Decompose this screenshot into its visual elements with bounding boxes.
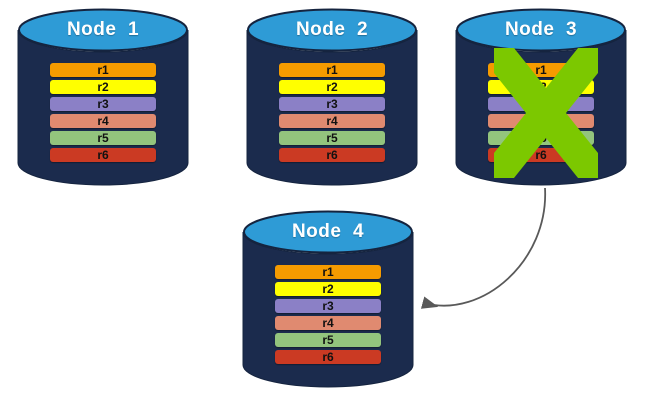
row-label-r5: r5 (97, 131, 109, 145)
row-label-r1: r1 (326, 63, 338, 77)
cylinder-top-cap (243, 210, 413, 254)
row-band-r3[interactable]: r3 (279, 97, 385, 111)
row-label-r6: r6 (535, 148, 547, 162)
row-label-r3: r3 (535, 97, 547, 111)
row-band-r4[interactable]: r4 (488, 114, 594, 128)
row-band-r5[interactable]: r5 (279, 131, 385, 145)
row-band-r4[interactable]: r4 (279, 114, 385, 128)
row-band-r5[interactable]: r5 (50, 131, 156, 145)
cylinder-top-cap (247, 8, 417, 52)
cylinder-top-cap (18, 8, 188, 52)
row-label-r5: r5 (326, 131, 338, 145)
arrow-path (420, 187, 546, 309)
row-label-r2: r2 (535, 80, 547, 94)
row-band-r3[interactable]: r3 (488, 97, 594, 111)
row-label-r2: r2 (322, 282, 334, 296)
row-label-r3: r3 (326, 97, 338, 111)
row-band-r3[interactable]: r3 (50, 97, 156, 111)
row-label-r1: r1 (535, 63, 547, 77)
row-band-r3[interactable]: r3 (275, 299, 381, 313)
row-label-r5: r5 (535, 131, 547, 145)
node-2-rows: r1 r2 r3 r4 r5 r6 (247, 63, 417, 162)
row-band-r4[interactable]: r4 (275, 316, 381, 330)
row-band-r2[interactable]: r2 (279, 80, 385, 94)
row-label-r4: r4 (326, 114, 338, 128)
row-label-r2: r2 (326, 80, 338, 94)
row-band-r5[interactable]: r5 (275, 333, 381, 347)
row-band-r2[interactable]: r2 (275, 282, 381, 296)
node-3-rows: r1 r2 r3 r4 r5 r6 (456, 63, 626, 162)
node-4-rows: r1 r2 r3 r4 r5 r6 (243, 265, 413, 364)
row-band-r6[interactable]: r6 (279, 148, 385, 162)
node-1-rows: r1 r2 r3 r4 r5 r6 (18, 63, 188, 162)
row-label-r6: r6 (97, 148, 109, 162)
row-label-r1: r1 (322, 265, 334, 279)
row-label-r3: r3 (97, 97, 109, 111)
row-band-r2[interactable]: r2 (488, 80, 594, 94)
row-label-r3: r3 (322, 299, 334, 313)
row-label-r4: r4 (322, 316, 334, 330)
row-band-r1[interactable]: r1 (50, 63, 156, 77)
row-band-r1[interactable]: r1 (488, 63, 594, 77)
row-band-r2[interactable]: r2 (50, 80, 156, 94)
row-label-r4: r4 (97, 114, 109, 128)
row-band-r4[interactable]: r4 (50, 114, 156, 128)
row-band-r1[interactable]: r1 (275, 265, 381, 279)
row-label-r4: r4 (535, 114, 547, 128)
row-band-r6[interactable]: r6 (488, 148, 594, 162)
row-label-r1: r1 (97, 63, 109, 77)
row-band-r6[interactable]: r6 (275, 350, 381, 364)
row-label-r6: r6 (322, 350, 334, 364)
row-band-r5[interactable]: r5 (488, 131, 594, 145)
row-band-r6[interactable]: r6 (50, 148, 156, 162)
row-label-r2: r2 (97, 80, 109, 94)
row-label-r6: r6 (326, 148, 338, 162)
cylinder-top-cap (456, 8, 626, 52)
row-label-r5: r5 (322, 333, 334, 347)
row-band-r1[interactable]: r1 (279, 63, 385, 77)
